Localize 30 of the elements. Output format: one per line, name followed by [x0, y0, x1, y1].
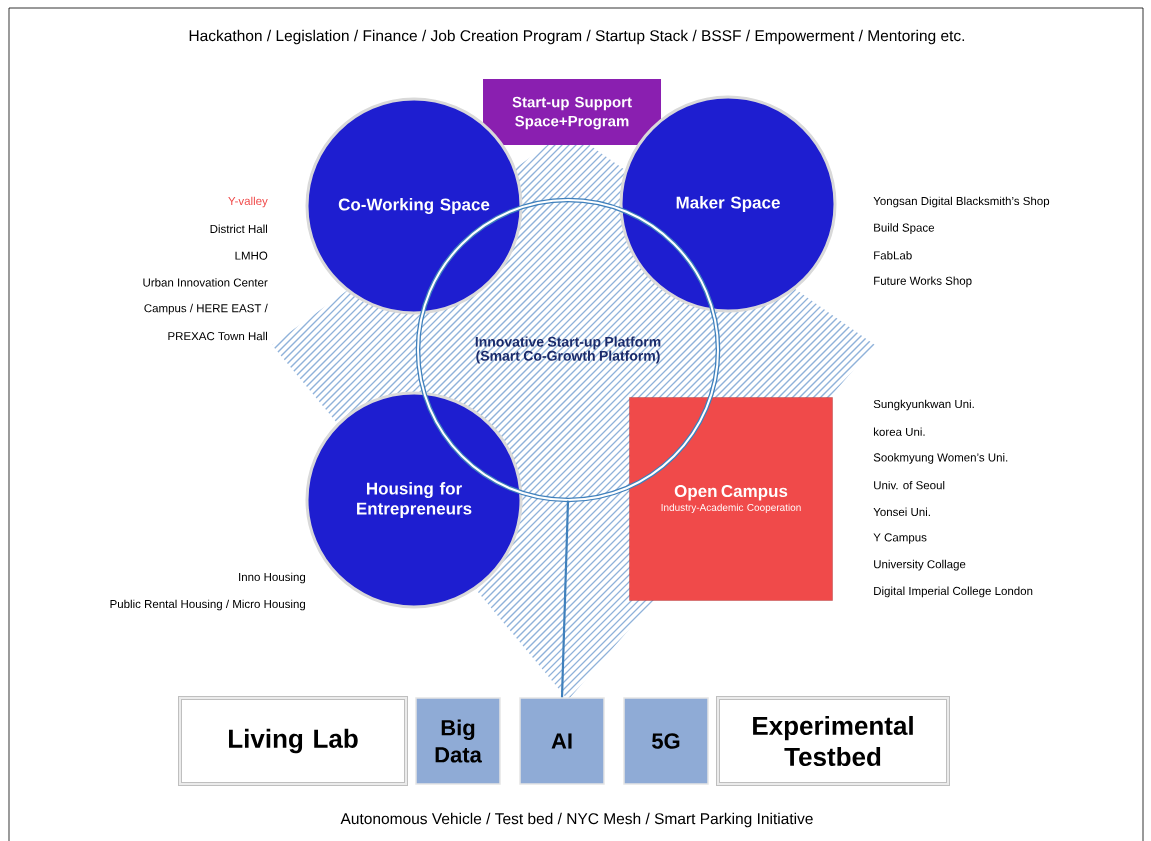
list-item: Sookmyung Women’s Uni.: [873, 453, 1008, 464]
list-item: Univ. of Seoul: [874, 480, 945, 490]
list-item: Digital Imperial College London: [874, 586, 1033, 598]
category-box: Experimental Testbed: [716, 696, 950, 786]
list-item: Yonsei Uni.: [873, 507, 930, 517]
list-item: District Hall: [210, 224, 267, 233]
caption-text: Autonomous Vehicle / Test bed / NYC Mesh / Smart Parking Initiative: [340, 812, 813, 828]
list-item: Inno Housing: [239, 572, 306, 584]
list-item: Public Rental Housing / Micro Housing: [110, 599, 305, 611]
list-item: University Collage: [874, 559, 966, 571]
list-item: PREXAC Town Hall: [168, 331, 267, 341]
program-box: Start-up Support Space+Program: [483, 79, 661, 145]
list-item: Y Campus: [873, 533, 927, 544]
list-item: Future Works Shop: [874, 276, 972, 288]
list-item: FabLab: [874, 251, 912, 260]
list-item: Urban Innovation Center: [143, 278, 268, 287]
caption-text: Hackathon / Legislation / Finance / Job Creation Program / Startup Stack / BSSF / Empowerment / Mentoring etc.: [189, 29, 965, 45]
list-item: korea Uni.: [874, 427, 925, 436]
category-box: Living Lab: [178, 696, 408, 786]
list-item: Build Space: [874, 223, 935, 234]
category-box: Big Data: [415, 697, 501, 785]
connector-line: [560, 500, 570, 698]
category-box: AI: [519, 697, 605, 785]
list-item: Sungkyunkwan Uni.: [873, 399, 974, 411]
list-item: Y-valley: [228, 196, 268, 208]
list-item: Campus / HERE EAST /: [144, 303, 268, 315]
list-item: LMHO: [235, 251, 268, 260]
category-box: 5G: [623, 697, 709, 785]
campus-square: Open Campus Industry-Academic Cooperation: [629, 397, 833, 601]
list-item: Yongsan Digital Blacksmith’s Shop: [873, 196, 1050, 208]
